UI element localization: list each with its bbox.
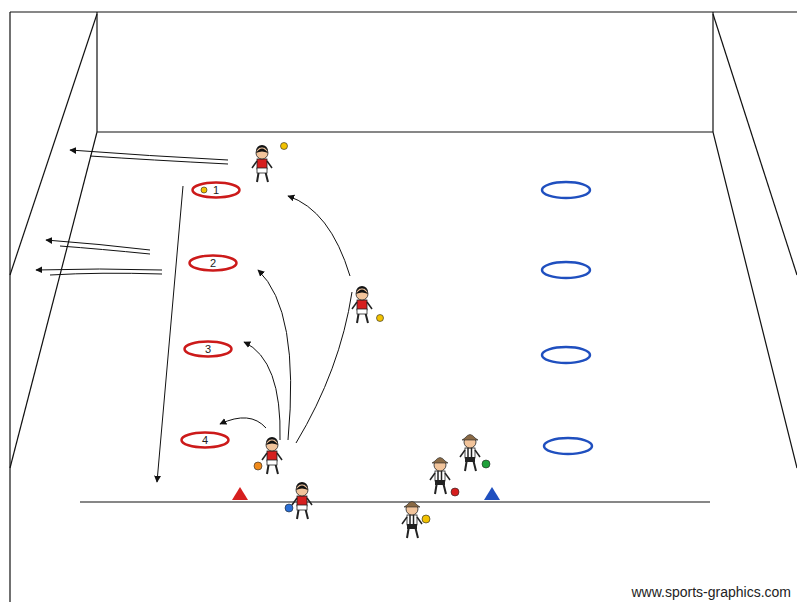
- hoop: 4: [180, 431, 230, 449]
- hoop: 3: [183, 340, 233, 358]
- hoop-number: 4: [180, 434, 230, 447]
- hoop-number: 1: [191, 184, 241, 197]
- hoop: 1: [191, 181, 241, 199]
- watermark: www.sports-graphics.com: [632, 584, 792, 600]
- hoop-number: 2: [188, 257, 238, 270]
- hoop: 2: [188, 254, 238, 272]
- hoop-number: 3: [183, 343, 233, 356]
